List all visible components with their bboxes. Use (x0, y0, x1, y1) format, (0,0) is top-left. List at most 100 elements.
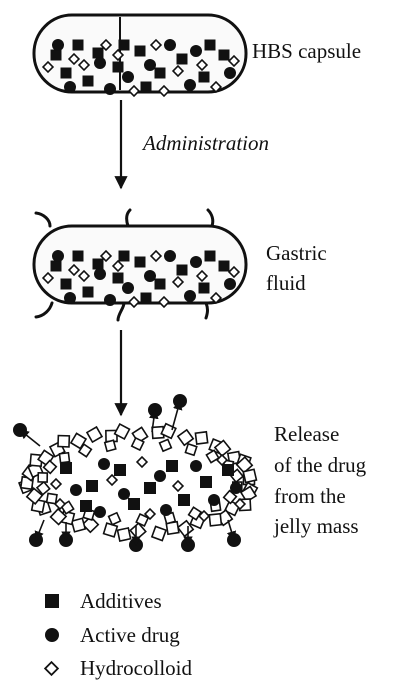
active-drug-particle (104, 294, 116, 306)
additive-particle (155, 68, 166, 79)
active-drug-particle (230, 482, 242, 494)
active-drug-particle (94, 57, 106, 69)
additive-particle (135, 257, 146, 268)
additive-particle (166, 460, 178, 472)
active-drug-particle (122, 71, 134, 83)
jelly-mass (13, 394, 257, 552)
active-drug-particle (164, 250, 176, 262)
active-drug-particle (208, 494, 220, 506)
gastric-label-line2: fluid (266, 271, 306, 295)
additive-particle (60, 462, 72, 474)
additive-particle (73, 251, 84, 262)
administration-label: Administration (141, 131, 269, 155)
additive-particle (128, 498, 140, 510)
active-drug-particle (94, 268, 106, 280)
additive-particle (141, 293, 152, 304)
legend-additives: Additives (80, 589, 162, 613)
hydrocolloid-particle (118, 528, 131, 541)
additive-particle (199, 72, 210, 83)
hydrocolloid-legend-icon (45, 662, 58, 675)
additive-particle (114, 464, 126, 476)
active-drug-particle (154, 470, 166, 482)
legend-active-drug: Active drug (80, 623, 180, 647)
hydrocolloid-particle (72, 518, 85, 531)
hydrocolloid-particle (47, 493, 57, 503)
release-label-line1: Release (274, 422, 339, 446)
additive-particle (219, 50, 230, 61)
active-drug-particle (104, 83, 116, 95)
additive-particle (86, 480, 98, 492)
active-drug-particle (190, 45, 202, 57)
additive-particle (119, 40, 130, 51)
hydrocolloid-particle (209, 514, 221, 526)
additive-particle (200, 476, 212, 488)
active-drug-particle (160, 504, 172, 516)
capsule-label: HBS capsule (252, 39, 361, 63)
additive-particle (144, 482, 156, 494)
additive-particle (51, 50, 62, 61)
additive-particle (205, 251, 216, 262)
hydrocolloid-particle (152, 526, 166, 540)
active-drug-particle (52, 250, 64, 262)
hydrocolloid-particle (173, 481, 183, 491)
active-drug-particle (144, 270, 156, 282)
hydrocolloid-particle (58, 436, 69, 447)
hydrocolloid-particle (51, 479, 61, 489)
hydrocolloid-particle (137, 457, 147, 467)
additive-particle (205, 40, 216, 51)
additive-particle (199, 283, 210, 294)
additive-particle (73, 40, 84, 51)
additive-particle (113, 273, 124, 284)
additive-particle (222, 464, 234, 476)
active-drug-particle (164, 39, 176, 51)
additive-particle (177, 265, 188, 276)
additive-particle (219, 261, 230, 272)
hydrocolloid-particle (104, 523, 118, 537)
additive-particle (155, 279, 166, 290)
legend-hydrocolloid: Hydrocolloid (80, 656, 192, 680)
hydrocolloid-particle (185, 444, 196, 455)
hydrocolloid-particle (195, 432, 207, 444)
additive-particle (51, 261, 62, 272)
active-drug-particle (64, 81, 76, 93)
active-drug-particle (190, 256, 202, 268)
release-label-line2: of the drug (274, 453, 367, 477)
additives-legend-icon (45, 594, 59, 608)
additive-particle (141, 82, 152, 93)
active-drug-particle (184, 290, 196, 302)
active-drug-particle (98, 458, 110, 470)
legend: Additives Active drug Hydrocolloid (45, 589, 192, 680)
gastric-label-line1: Gastric (266, 241, 327, 265)
gastric-capsule (34, 210, 246, 320)
hbs-capsule (34, 15, 246, 96)
active-drug-legend-icon (45, 628, 59, 642)
active-drug-particle (144, 59, 156, 71)
additive-particle (93, 259, 104, 270)
hydrocolloid-particle (109, 513, 121, 525)
hydrocolloid-particle (59, 453, 69, 463)
active-drug-particle (122, 282, 134, 294)
additive-particle (83, 76, 94, 87)
hydrocolloid-particle (160, 439, 172, 451)
hydrocolloid-particle (107, 475, 117, 485)
active-drug-particle (118, 488, 130, 500)
hydrocolloid-particle (105, 440, 116, 451)
active-drug-particle (64, 292, 76, 304)
additive-particle (61, 68, 72, 79)
active-drug-particle (52, 39, 64, 51)
release-label-line3: from the (274, 484, 346, 508)
release-label-line4: jelly mass (273, 514, 359, 538)
active-drug-particle (184, 79, 196, 91)
active-drug-particle (224, 278, 236, 290)
additive-particle (135, 46, 146, 57)
additive-particle (83, 287, 94, 298)
additive-particle (113, 62, 124, 73)
active-drug-particle (224, 67, 236, 79)
additive-particle (177, 54, 188, 65)
hydrocolloid-particle (178, 430, 193, 445)
hydrocolloid-particle (38, 473, 47, 482)
active-drug-particle (190, 460, 202, 472)
additive-particle (80, 500, 92, 512)
additive-particle (178, 494, 190, 506)
